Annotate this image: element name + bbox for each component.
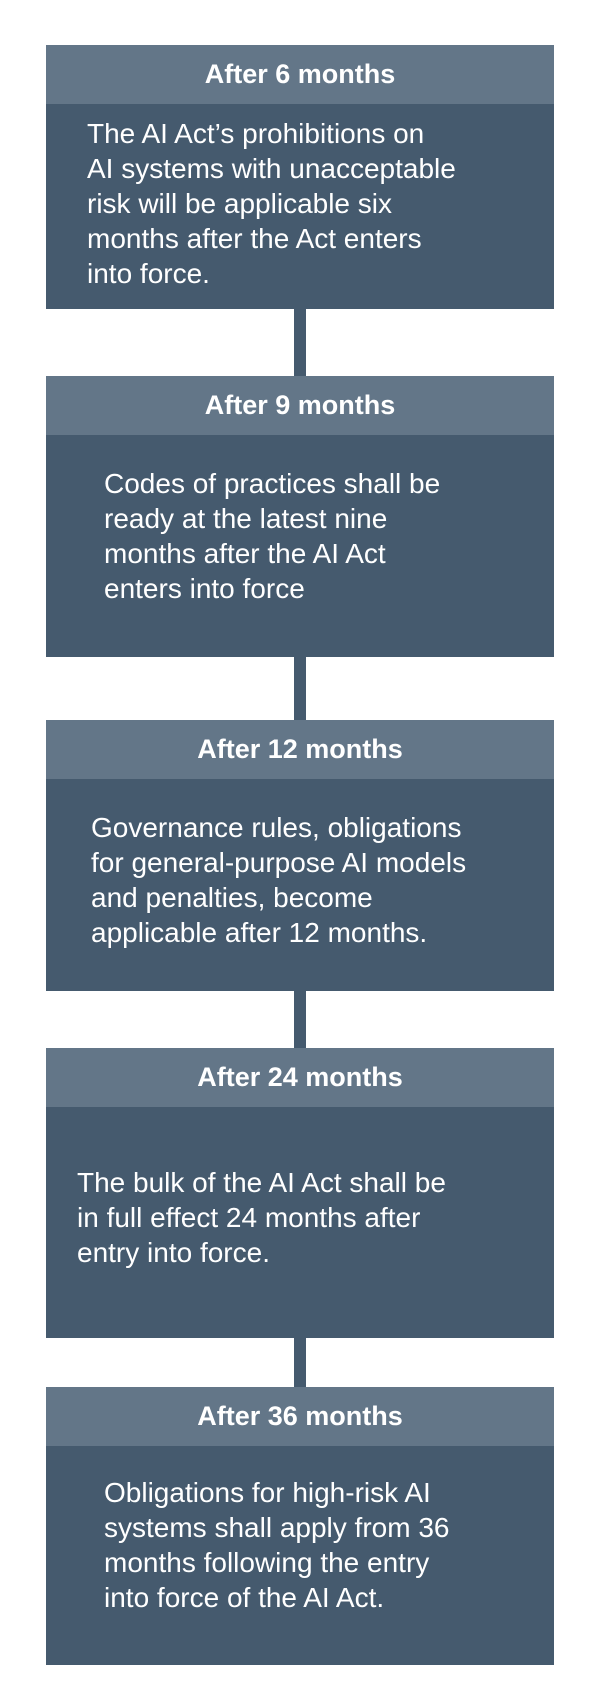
step-description: The AI Act’s prohibitions on AI systems … xyxy=(87,118,456,289)
timeline-step-24-months: After 24 months The bulk of the AI Act s… xyxy=(46,1048,554,1338)
step-heading: After 36 months xyxy=(46,1387,554,1446)
connector-line xyxy=(294,657,306,720)
connector-line xyxy=(294,309,306,376)
timeline-step-9-months: After 9 months Codes of practices shall … xyxy=(46,376,554,657)
step-description: Codes of practices shall be ready at the… xyxy=(104,468,441,604)
connector-line xyxy=(294,991,306,1048)
step-heading: After 9 months xyxy=(46,376,554,435)
step-description: Obligations for high-risk AI systems sha… xyxy=(104,1477,450,1613)
step-description: The bulk of the AI Act shall be in full … xyxy=(77,1167,446,1268)
step-description: Governance rules, obligations for genera… xyxy=(91,812,467,948)
step-heading: After 6 months xyxy=(46,45,554,104)
timeline-step-12-months: After 12 months Governance rules, obliga… xyxy=(46,720,554,991)
timeline-step-6-months: After 6 months The AI Act’s prohibitions… xyxy=(46,45,554,309)
step-heading: After 24 months xyxy=(46,1048,554,1107)
connector-line xyxy=(294,1338,306,1387)
step-heading: After 12 months xyxy=(46,720,554,779)
timeline-step-36-months: After 36 months Obligations for high-ris… xyxy=(46,1387,554,1665)
